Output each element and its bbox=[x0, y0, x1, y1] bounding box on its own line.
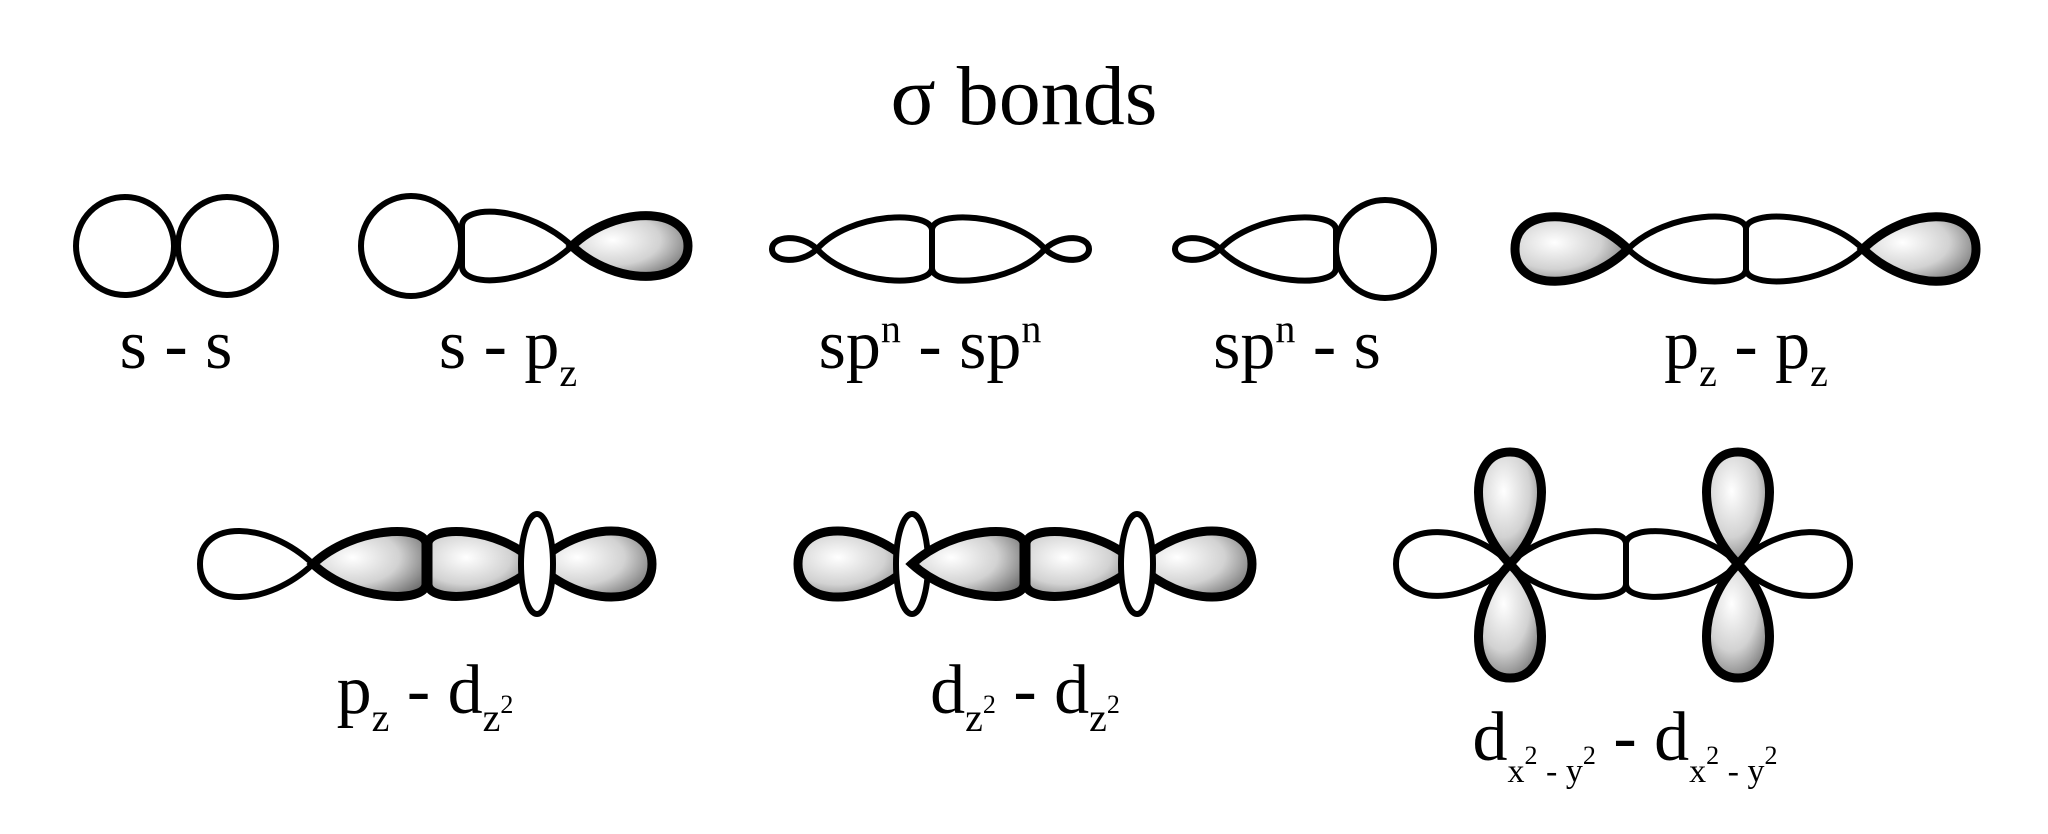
p-lobe-shaded-left bbox=[1510, 212, 1635, 286]
p-lobe-white-right bbox=[1743, 213, 1868, 285]
bond-label-pz-dz2: pz - dz2 bbox=[337, 652, 514, 740]
bond-spn-spn: spn - spn bbox=[768, 214, 1093, 384]
bond-label-pz-pz: pz - pz bbox=[1664, 307, 1828, 395]
p-lobe-white-left bbox=[1623, 213, 1749, 285]
small-lobe-left bbox=[768, 235, 822, 263]
bond-spn-s: spn - s bbox=[1171, 197, 1437, 384]
bond-label-s-pz: s - pz bbox=[439, 307, 577, 395]
big-lobe bbox=[1215, 214, 1339, 284]
bond-dz2-dz2: dz2 - dz2 bbox=[793, 511, 1257, 740]
small-lobe-right bbox=[1040, 235, 1093, 263]
bond-dx2y2-dx2y2: dx2 - y2 - dx2 - y2 bbox=[1392, 447, 1854, 790]
big-lobe-right bbox=[929, 214, 1050, 284]
small-lobe bbox=[1171, 235, 1225, 263]
bond-pz-dz2: pz - dz2 bbox=[196, 511, 657, 740]
dz2-lobe-3 bbox=[1021, 527, 1144, 601]
bond-label-s-s: s - s bbox=[120, 307, 233, 384]
dx2y2-left-lobe-north bbox=[1474, 447, 1546, 571]
bond-pz-pz: pz - pz bbox=[1510, 212, 1981, 395]
page-title: σ bonds bbox=[891, 50, 1158, 143]
bond-label-spn-spn: spn - spn bbox=[819, 306, 1042, 384]
p-lobe-shaded bbox=[565, 211, 693, 281]
dz2-lobe-right bbox=[530, 526, 657, 602]
p-lobe-shaded-right bbox=[1856, 212, 1981, 286]
dz2-torus-right bbox=[1118, 511, 1156, 617]
dx2y2-right-lobe-east bbox=[1733, 529, 1854, 599]
dz2-lobe-1 bbox=[793, 526, 919, 602]
p-lobe-white bbox=[196, 528, 318, 600]
dz2-lobe-left bbox=[423, 527, 544, 601]
p-lobe-white bbox=[459, 208, 577, 284]
dx2y2-left-lobe-west bbox=[1392, 529, 1515, 599]
p-lobe-shaded bbox=[306, 527, 431, 601]
s-orbital bbox=[358, 193, 464, 299]
bond-s-pz: s - pz bbox=[358, 193, 693, 395]
bond-label-dx2y2-dx2y2: dx2 - y2 - dx2 - y2 bbox=[1473, 699, 1778, 790]
s-orbital bbox=[1333, 197, 1437, 301]
dx2y2-left-lobe-south bbox=[1474, 557, 1546, 683]
dx2y2-right-lobe-north bbox=[1702, 447, 1774, 571]
big-lobe-left bbox=[812, 214, 935, 284]
s-orbital-left bbox=[73, 194, 177, 298]
dz2-torus bbox=[518, 511, 556, 617]
bond-label-dz2-dz2: dz2 - dz2 bbox=[930, 652, 1120, 740]
s-orbital-right bbox=[175, 194, 279, 298]
dx2y2-right-lobe-south bbox=[1702, 557, 1774, 683]
dx2y2-right-lobe-west bbox=[1623, 528, 1743, 600]
bond-s-s: s - s bbox=[73, 194, 279, 384]
dz2-lobe-4 bbox=[1130, 526, 1257, 602]
bond-label-spn-s: spn - s bbox=[1213, 306, 1381, 384]
